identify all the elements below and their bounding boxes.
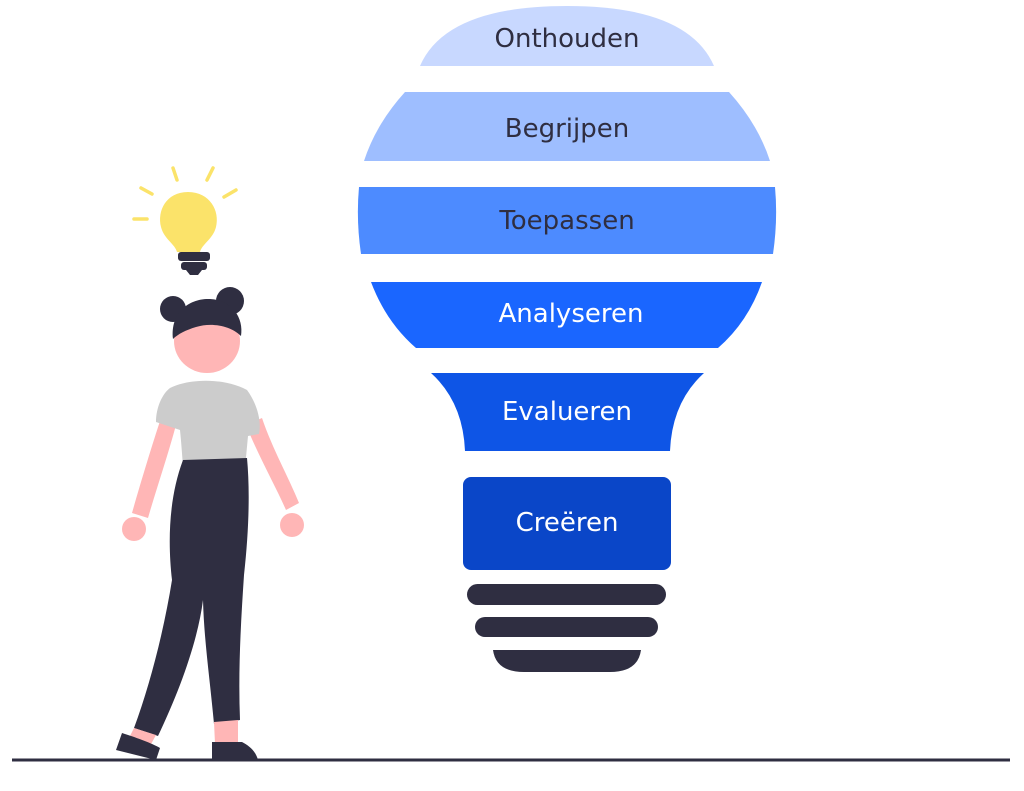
- band-label-creeren: Creëren: [516, 508, 619, 538]
- light-rays: [132, 166, 238, 221]
- bulb-screw-base: [467, 584, 666, 672]
- band-label-onthouden: Onthouden: [495, 24, 640, 54]
- lightbulb-icon: [132, 166, 238, 275]
- left-shoe: [116, 733, 160, 760]
- trousers: [134, 458, 249, 736]
- bulb-band-toepassen: Toepassen: [357, 187, 777, 254]
- band-label-evalueren: Evalueren: [502, 397, 632, 427]
- band-label-begrijpen: Begrijpen: [505, 114, 629, 144]
- right-shoe: [212, 742, 258, 760]
- shirt: [156, 380, 260, 468]
- bulb-band-begrijpen: Begrijpen: [364, 92, 770, 161]
- bulb-band-onthouden: Onthouden: [420, 6, 714, 66]
- bulb-band-evalueren: Evalueren: [431, 373, 704, 451]
- band-label-toepassen: Toepassen: [498, 206, 634, 236]
- bulb-band-analyseren: Analyseren: [371, 282, 762, 348]
- bulb-band-creeren: Creëren: [463, 477, 671, 570]
- woman-walking-illustration: [116, 287, 304, 760]
- band-label-analyseren: Analyseren: [499, 299, 644, 329]
